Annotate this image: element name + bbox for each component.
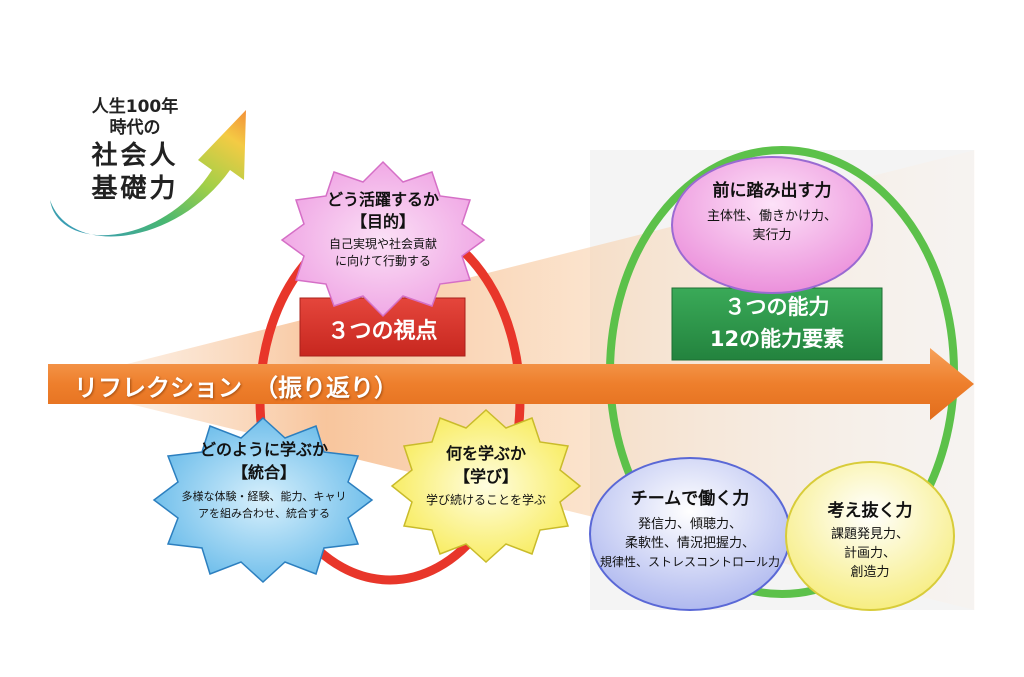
integration-desc-1: 多様な体験・経験、能力、キャリ (181, 490, 347, 503)
integration-star (152, 416, 374, 584)
purpose-desc-2: に向けて行動する (334, 254, 431, 268)
integration-desc-2: アを組み合わせ、統合する (198, 507, 330, 520)
abilities-title-1: ３つの能力 (724, 295, 830, 319)
purpose-title: どう活躍するか (326, 190, 439, 209)
integration-subtitle: 【統合】 (231, 463, 296, 482)
purpose-star (280, 160, 486, 318)
viewpoints-title: ３つの視点 (327, 319, 438, 344)
integration-title: どのように学ぶか (199, 440, 328, 459)
thinking-title: 考え抜く力 (827, 501, 913, 521)
teamwork-bubble (589, 457, 791, 611)
thinking-bubble (785, 461, 955, 611)
teamwork-title: チームで働く力 (630, 489, 750, 509)
step-forward-bubble (671, 156, 873, 294)
abilities-box (671, 287, 883, 361)
learning-title: 何を学ぶか (445, 444, 526, 463)
reflection-label: リフレクション （振り返り） (74, 374, 398, 402)
teamwork-desc-2: 柔軟性、情況把握力、 (624, 536, 755, 551)
thinking-desc-3: 創造力 (850, 565, 890, 580)
reflection-arrow (48, 348, 974, 420)
purpose-desc-1: 自己実現や社会貢献 (328, 237, 437, 251)
learning-desc-1: 学び続けることを学ぶ (425, 493, 546, 507)
thinking-desc-2: 計画力、 (843, 546, 896, 561)
logo-line-3: 社会人 (91, 141, 179, 171)
abilities-title-2: 12の能力要素 (709, 327, 845, 351)
logo-line-2: 時代の (109, 118, 161, 138)
logo-line-4: 基礎力 (91, 174, 179, 204)
teamwork-desc-1: 発信力、傾聴力、 (637, 517, 742, 532)
logo-line-1: 人生100年 (91, 97, 179, 117)
step-forward-desc-1: 主体性、働きかけ力、 (706, 209, 837, 224)
step-forward-title: 前に踏み出す力 (712, 181, 832, 201)
step-forward-desc-2: 実行力 (752, 228, 792, 243)
learning-subtitle: 【学び】 (453, 467, 518, 486)
teamwork-desc-3: 規律性、ストレスコントロール力 (599, 555, 780, 569)
purpose-subtitle: 【目的】 (350, 212, 415, 231)
learning-star (390, 408, 582, 564)
thinking-desc-1: 課題発見力、 (830, 527, 909, 542)
